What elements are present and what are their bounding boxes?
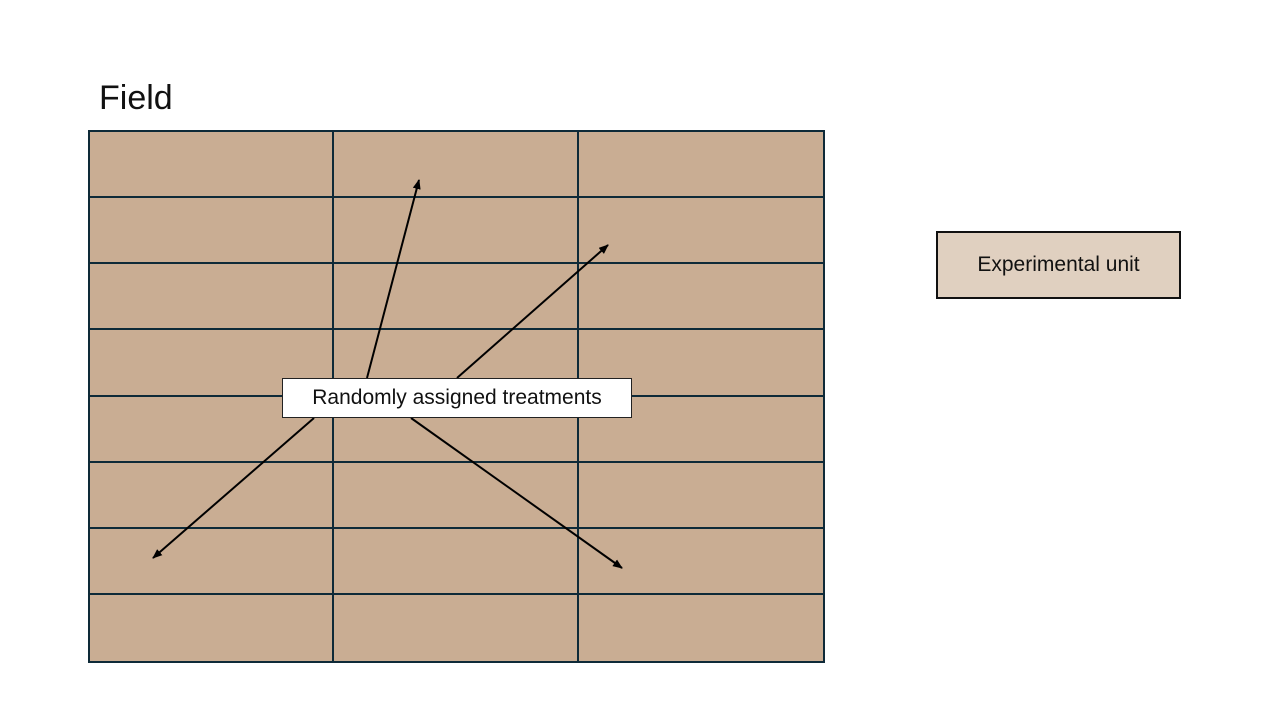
experimental-unit-plot [578, 132, 823, 199]
experimental-unit-plot [578, 264, 823, 331]
callout-text: Randomly assigned treatments [312, 386, 602, 409]
experimental-unit-plot [90, 264, 335, 331]
legend-text: Experimental unit [977, 253, 1140, 276]
experimental-unit-legend: Experimental unit [936, 231, 1181, 299]
experimental-unit-plot [90, 528, 335, 595]
experimental-unit-plot [90, 462, 335, 529]
experimental-unit-plot [334, 462, 579, 529]
experimental-unit-plot [578, 594, 823, 661]
experimental-unit-plot [578, 528, 823, 595]
experimental-unit-plot [90, 594, 335, 661]
randomly-assigned-treatments-label: Randomly assigned treatments [282, 378, 632, 418]
experimental-unit-plot [334, 132, 579, 199]
experimental-unit-plot [578, 198, 823, 265]
experimental-unit-plot [334, 594, 579, 661]
field-title: Field [99, 79, 173, 117]
experimental-unit-plot [578, 462, 823, 529]
experimental-unit-plot [334, 528, 579, 595]
experimental-unit-plot [334, 264, 579, 331]
experimental-unit-plot [90, 132, 335, 199]
experimental-unit-plot [334, 198, 579, 265]
experimental-unit-plot [90, 198, 335, 265]
